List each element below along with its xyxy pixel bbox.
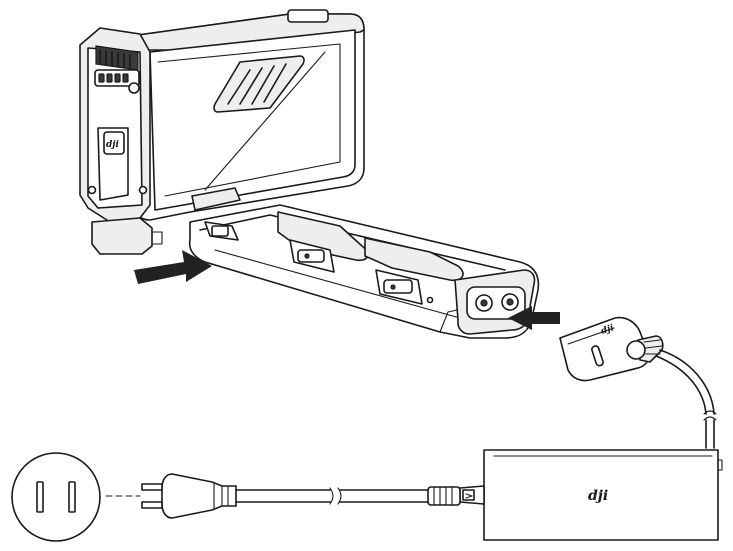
hub-slot-2 [277, 211, 369, 273]
dc-cable [655, 349, 717, 449]
charging-hub [188, 204, 540, 339]
power-adapter: dji [427, 449, 723, 541]
hub-slot-3 [364, 237, 464, 305]
battery-level-leds [94, 69, 140, 87]
arrow-insert-plug-icon [508, 306, 560, 330]
battery-power-button [128, 82, 140, 94]
battery-screw-left [87, 185, 97, 195]
battery-grip [213, 55, 305, 113]
ac-cable [235, 487, 429, 505]
arrow-insert-battery-icon [134, 250, 212, 284]
hub-power-port [454, 269, 536, 335]
battery-top-latch [287, 9, 329, 23]
adapter-cable-boot [427, 486, 461, 506]
dc-plug: dji [559, 316, 664, 382]
flight-battery: dji [79, 9, 365, 255]
wall-outlet-icon [11, 452, 101, 542]
plug-logo: dji [600, 323, 616, 337]
battery-release-clip: dji [97, 127, 129, 201]
ac-plug-icon [105, 473, 237, 519]
adapter-logo: dji [588, 488, 608, 504]
battery-logo: dji [106, 140, 120, 150]
battery-screw-right [138, 185, 148, 195]
hub-status-led [426, 296, 434, 304]
hub-slot-1 [204, 221, 239, 241]
